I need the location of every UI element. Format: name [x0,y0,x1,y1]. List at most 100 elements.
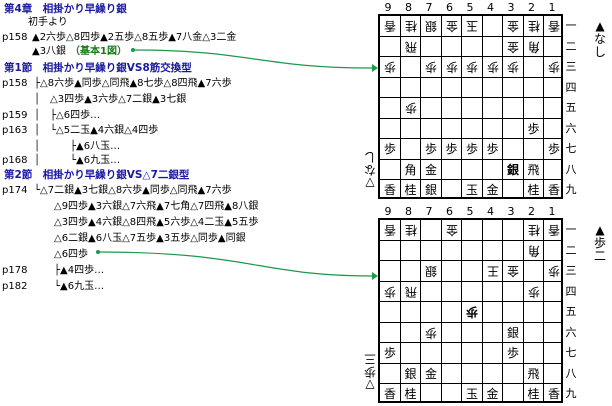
shogi-piece: 玉 [465,387,478,401]
shogi-piece: 銀 [506,325,519,340]
connector-line-1 [132,49,373,69]
connector-line-2 [97,251,373,277]
grid-line [461,16,462,197]
page-ref: p182 [2,281,28,292]
column-number: 4 [487,205,494,218]
shogi-piece: 歩 [383,346,396,360]
row-number: 八 [565,366,577,380]
row-number: 四 [565,80,577,94]
row-number: 四 [565,284,577,298]
move-line: △3四歩▲4六銀△8四飛▲5六歩△4二玉▲5五歩 [34,217,259,228]
row-number: 一 [565,19,577,32]
shogi-board-1: 香桂銀金玉金桂香飛金角歩歩歩歩歩歩歩歩歩歩歩歩歩歩歩角金銀飛香桂銀玉金桂香 [378,14,563,199]
move-line: △9四歩▲3六銀△7六飛▲7七角△7四飛▲8八銀 [34,201,259,212]
move-line: ├▲4四歩… [34,265,105,276]
column-number: 7 [425,1,433,14]
column-number: 9 [384,1,392,14]
connector-dot-2 [96,250,100,254]
column-number: 5 [466,1,474,14]
grid-line [481,220,483,401]
shogi-piece: 歩 [424,142,437,156]
move-line: △6四歩 [34,249,89,260]
column-number: 8 [405,1,412,14]
row-number: 七 [565,142,577,155]
shogi-piece: 桂 [527,387,540,401]
grid-line [380,362,561,364]
shogi-piece: 金 [486,387,499,401]
figure-label: （基本1図） [70,46,127,57]
grid-line [380,138,561,139]
grid-line [380,301,561,302]
chapter-title: 第4章 相掛かり早繰り銀 [4,3,127,15]
row-number: 六 [565,325,577,339]
column-number: 3 [507,205,515,218]
grid-line [502,220,503,401]
grid-line [380,97,561,98]
connector-dot-1 [131,48,135,52]
board-2-hand-sente: ▲歩二 [593,223,606,263]
grid-line [399,16,401,197]
chapter-sub: 初手より [28,17,68,28]
grid-line [461,220,462,401]
column-number: 7 [425,205,433,218]
grid-line [380,35,561,37]
row-number: 三 [565,264,577,277]
grid-line [380,179,561,180]
row-number: 七 [565,346,577,359]
shogi-piece: 桂 [404,183,417,197]
column-number: 6 [446,1,453,14]
row-number: 五 [565,305,577,318]
row-number: 三 [565,60,577,73]
column-number: 6 [446,205,453,218]
grid-line [380,76,561,78]
shogi-piece: 香 [547,387,560,401]
shogi-piece: 金 [424,366,437,381]
board-1-hand-sente: ▲なし [593,19,606,59]
move-line: ▲3八銀 [32,46,67,57]
grid-line [543,220,544,401]
shogi-piece: 歩 [465,142,478,156]
column-number: 2 [528,1,535,14]
grid-line [380,342,561,343]
shogi-piece: 桂 [404,387,417,401]
grid-line [380,56,561,57]
move-line: │ ├▲6八玉… [34,141,121,152]
column-number: 1 [548,205,556,218]
row-number: 二 [565,243,577,257]
grid-line [420,16,421,197]
page-ref: p168 [2,155,28,166]
grid-line [502,16,503,197]
grid-line [543,16,544,197]
move-line: │ △3四歩▲3六歩△7二銀▲3七銀 [34,94,187,105]
grid-line [420,220,421,401]
shogi-piece: 銀 [506,162,519,177]
row-number: 六 [565,121,577,135]
shogi-board-2: 香桂金桂香角銀王金歩歩飛歩歩歩銀歩歩銀金飛香桂玉金桂香 [378,218,563,403]
shogi-piece: 角 [404,162,417,177]
section-title: 第1節 相掛かり早繰り銀VS8筋交換型 [4,62,192,74]
grid-line [380,280,561,282]
row-number: 九 [565,387,577,400]
shogi-piece: 玉 [465,183,478,197]
section-title: 第2節 相掛かり早繰り銀VS△7二銀型 [4,169,190,181]
move-line: │ ├△6四歩… [34,110,101,121]
shogi-piece: 銀 [424,183,437,197]
move-line: └▲6九玉… [34,281,105,292]
column-number: 1 [548,1,556,14]
page-ref: p158 [2,32,28,43]
move-line: △6二銀▲6八玉△7五歩▲3五歩△同歩▲同銀 [34,233,246,244]
row-number: 一 [565,223,577,236]
move-line: └△7二銀▲3七銀△8六歩▲同歩△同飛▲7六歩 [34,185,232,196]
row-number: 二 [565,39,577,53]
arrowhead-2 [372,272,378,280]
page-ref: p158 [2,78,28,89]
shogi-piece: 香 [383,183,396,197]
column-number: 9 [384,205,392,218]
shogi-piece: 飛 [527,162,540,177]
arrowhead-1 [372,64,378,72]
page-ref: p178 [2,265,28,276]
move-line: ├△8六歩▲同歩△同飛▲8七歩△8四飛▲7六歩 [34,78,232,89]
shogi-piece: 桂 [527,183,540,197]
shogi-piece: 香 [383,387,396,401]
grid-line [440,220,442,401]
